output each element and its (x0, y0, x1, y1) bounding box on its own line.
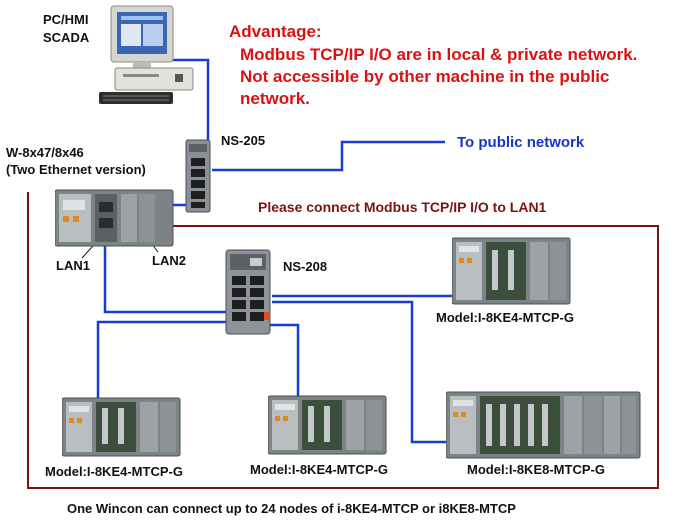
pc-icon (99, 5, 194, 104)
pc-label-line2: SCADA (43, 30, 90, 45)
ns-205-switch (184, 138, 214, 214)
advantage-title: Advantage: (229, 22, 322, 41)
switch-icon (225, 249, 271, 335)
connect-note: Please connect Modbus TCP/IP I/O to LAN1 (258, 199, 547, 215)
advantage-line3: network. (240, 89, 310, 108)
switch-icon (185, 139, 211, 213)
ns-205-label: NS-205 (221, 133, 266, 148)
lan1-cable (103, 245, 255, 314)
module-label-bottom-left: Model:I-8KE4-MTCP-G (45, 464, 183, 479)
io-rack-icon (61, 397, 181, 457)
pc-label-line1: PC/HMI (43, 12, 89, 27)
io-module-top-right (451, 236, 572, 306)
controller-icon (54, 189, 174, 247)
lan1-label: LAN1 (56, 258, 90, 273)
ns-208-label: NS-208 (283, 259, 328, 274)
module-label-top-right: Model:I-8KE4-MTCP-G (436, 310, 574, 325)
footer-note: One Wincon can connect up to 24 nodes of… (67, 501, 516, 516)
wincon-label-line2: (Two Ethernet version) (6, 162, 146, 177)
io-module-bottom-right (445, 390, 642, 460)
io-module-bottom-middle (267, 394, 388, 456)
io-rack-icon (445, 391, 641, 459)
module-label-bottom-middle: Model:I-8KE4-MTCP-G (250, 462, 388, 477)
io-module-bottom-left (61, 396, 182, 458)
wincon-label-line1: W-8x47/8x46 (6, 145, 84, 160)
module-label-bottom-right: Model:I-8KE8-MTCP-G (467, 462, 605, 477)
lan2-label: LAN2 (152, 253, 186, 268)
pc-hmi-device (95, 4, 195, 110)
advantage-line1: Modbus TCP/IP I/O are in local & private… (240, 45, 638, 64)
wincon-controller (54, 186, 175, 250)
public-network-cable (212, 140, 445, 172)
io-rack-icon (267, 395, 387, 455)
ns-208-switch (224, 246, 274, 336)
io-rack-icon (451, 237, 571, 305)
public-network-label: To public network (457, 134, 585, 151)
module4-cable (272, 300, 448, 444)
advantage-line2: Not accessible by other machine in the p… (240, 67, 610, 86)
